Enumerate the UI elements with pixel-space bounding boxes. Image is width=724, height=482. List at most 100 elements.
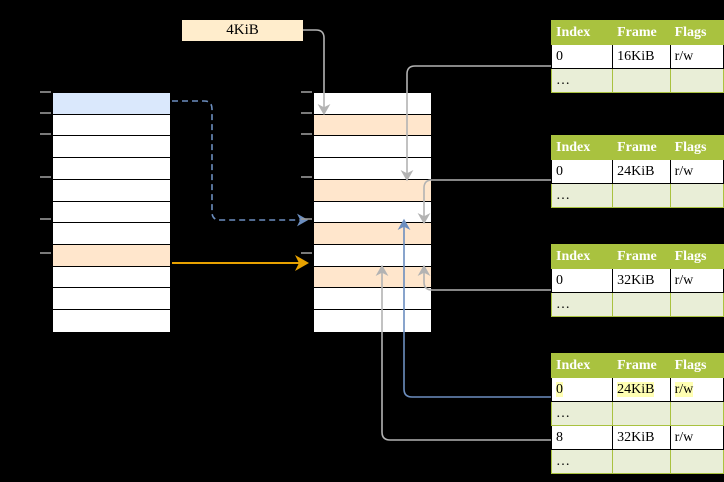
cell-text: …: [556, 188, 570, 203]
cell-flags: r/w: [669, 268, 724, 293]
cell-text: 0: [556, 49, 563, 64]
cell-text: 0: [556, 273, 563, 288]
cell-frame: [612, 292, 671, 317]
cell-frame: [612, 401, 671, 426]
virtual-page-row-2: [53, 136, 170, 159]
virtual-page-row-0: [53, 93, 170, 115]
cell-frame: 24KiB: [612, 377, 671, 402]
cell-text: …: [556, 297, 570, 312]
column-header-frame: Frame: [612, 20, 671, 45]
virtual-page-ticks: [40, 91, 51, 254]
cell-flags: [669, 68, 724, 93]
cell-text: 32KiB: [617, 430, 655, 445]
table-row: 0 16KiB r/w: [550, 44, 724, 69]
column-header-flags: Flags: [669, 353, 724, 378]
cell-frame: [612, 449, 671, 474]
cell-frame: 32KiB: [612, 425, 671, 450]
cell-frame: 32KiB: [612, 268, 671, 293]
table-row: 8 32KiB r/w: [550, 425, 724, 450]
column-header-index: Index: [550, 353, 614, 378]
page-size-label-text: 4KiB: [226, 22, 259, 38]
cell-frame: [612, 68, 671, 93]
table-row: …: [550, 401, 724, 426]
wire-pt3-to-frame32k: [417, 264, 551, 291]
virtual-page-row-3: [53, 158, 170, 180]
column-header-index: Index: [550, 20, 614, 45]
table-row: 0 32KiB r/w: [550, 268, 724, 293]
cell-index: …: [550, 401, 614, 426]
physical-frame-ticks: [301, 91, 312, 254]
virtual-page-row-5: [53, 201, 170, 224]
cell-flags: r/w: [669, 425, 724, 450]
cell-index: 0: [550, 268, 614, 293]
cell-index: …: [550, 183, 614, 208]
cell-index: …: [550, 292, 614, 317]
physical-frame-row-7: [314, 245, 431, 267]
physical-frame-row-1: [314, 114, 431, 137]
cell-index: 0: [550, 159, 614, 184]
cell-text: 32KiB: [617, 273, 655, 288]
physical-frame-row-8: [314, 266, 431, 289]
cell-text: 0: [556, 382, 563, 397]
cell-flags: r/w: [669, 377, 724, 402]
cell-text: 8: [556, 430, 563, 445]
cell-index: 0: [550, 44, 614, 69]
page-size-label: 4KiB: [182, 20, 303, 41]
table-row: …: [550, 68, 724, 93]
column-header-index: Index: [550, 244, 614, 269]
column-header-index: Index: [550, 135, 614, 160]
cell-flags: r/w: [669, 44, 724, 69]
virtual-page-row-6: [53, 223, 170, 246]
cell-text: r/w: [674, 49, 694, 64]
column-header-frame: Frame: [612, 353, 671, 378]
cell-text: 24KiB: [617, 382, 655, 397]
physical-frame-row-3: [314, 158, 431, 180]
physical-frame-row-0: [314, 93, 431, 115]
virtual-page-row-10: [53, 310, 170, 332]
column-header-frame: Frame: [612, 135, 671, 160]
physical-frame-row-5: [314, 201, 431, 224]
cell-text: r/w: [674, 430, 694, 445]
cell-index: …: [550, 449, 614, 474]
physical-frame-row-4: [314, 179, 431, 202]
table-row: …: [550, 292, 724, 317]
table-row: …: [550, 449, 724, 474]
column-header-flags: Flags: [669, 135, 724, 160]
cell-text: …: [556, 406, 570, 421]
cell-frame: 16KiB: [612, 44, 671, 69]
cell-text: …: [556, 454, 570, 469]
column-header-flags: Flags: [669, 20, 724, 45]
cell-flags: [669, 449, 724, 474]
physical-frame-row-2: [314, 136, 431, 159]
cell-flags: [669, 292, 724, 317]
cell-text: 0: [556, 164, 563, 179]
virtual-page-row-8: [53, 266, 170, 289]
cell-flags: [669, 401, 724, 426]
virtual-page-row-4: [53, 179, 170, 202]
cell-flags: r/w: [669, 159, 724, 184]
cell-frame: 24KiB: [612, 159, 671, 184]
cell-text: r/w: [674, 164, 694, 179]
column-header-flags: Flags: [669, 244, 724, 269]
wire-pt2-to-frame24k: [417, 179, 551, 225]
virtual-page-row-9: [53, 288, 170, 311]
column-header-frame: Frame: [612, 244, 671, 269]
physical-frame-row-6: [314, 223, 431, 246]
cell-text: 16KiB: [617, 49, 655, 64]
table-row: …: [550, 183, 724, 208]
cell-index: 0: [550, 377, 614, 402]
cell-text: …: [556, 73, 570, 88]
virtual-address-space: [51, 91, 172, 332]
cell-index: …: [550, 68, 614, 93]
cell-index: 8: [550, 425, 614, 450]
physical-frame-row-10: [314, 310, 431, 332]
